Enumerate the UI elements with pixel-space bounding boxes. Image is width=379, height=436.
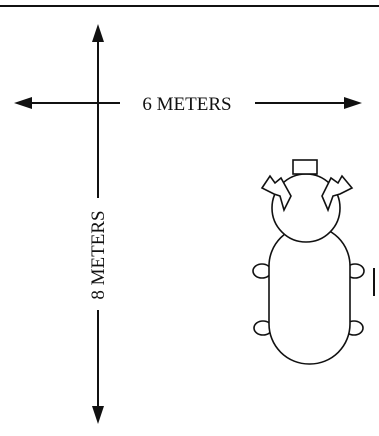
horizontal-dimension-label: 6 METERS [142, 94, 231, 115]
left-arrowhead-icon [14, 97, 32, 109]
right-arrowhead-icon [344, 97, 362, 109]
horizontal-dimension: 6 METERS [14, 94, 362, 115]
down-arrowhead-icon [92, 406, 104, 424]
beetle-body [268, 225, 351, 365]
beetle-mouth [292, 159, 318, 175]
vertical-dimension-label: 8 METERS [88, 210, 109, 299]
up-arrowhead-icon [92, 24, 104, 42]
beetle-icon [252, 159, 365, 365]
vertical-dimension: 8 METERS [88, 24, 109, 424]
beetle-antenna-left [260, 174, 292, 213]
beetle-antenna-right [321, 174, 354, 213]
